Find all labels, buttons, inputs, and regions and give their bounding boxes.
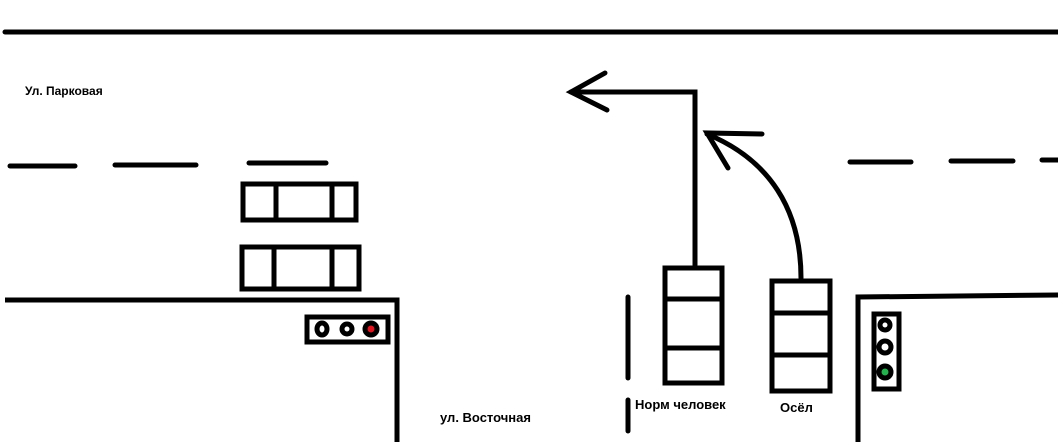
street-label-vostochnaya: ул. Восточная [440,410,531,425]
light-green-icon [876,363,894,381]
car-donkey [769,278,833,394]
light-off-icon [877,317,893,333]
light-off-icon [314,320,330,338]
curb-left [5,297,400,442]
light-red-icon [362,320,380,338]
car-label-donkey: Осёл [780,400,813,415]
arrow-left-turn-correct [565,70,698,268]
curb-right [855,292,1058,442]
parked-car-1 [240,181,359,223]
center-line-left [7,160,329,169]
car-label-normal: Норм человек [635,397,726,412]
street-label-parkovaya: Ул. Парковая [25,84,103,98]
center-line-right [847,157,1058,165]
car-normal [662,265,725,386]
traffic-light-left [304,314,391,345]
light-off-icon [876,338,894,356]
traffic-light-right [871,311,902,392]
arrow-left-turn-wrong [702,130,804,281]
light-off-icon [339,321,355,337]
parked-car-2 [239,244,362,292]
